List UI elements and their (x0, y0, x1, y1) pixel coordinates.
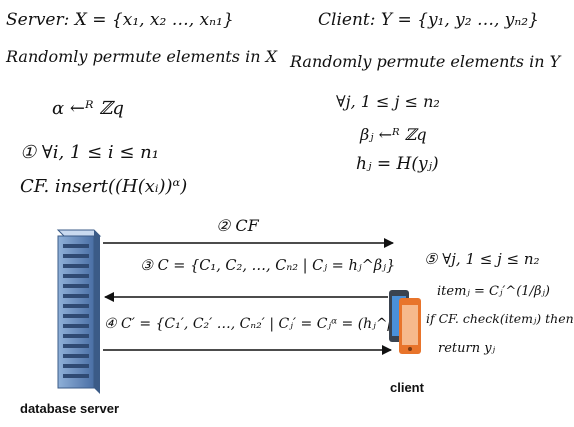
client-set-definition: Client: Y = {y₁, y₂ …, yₙ₂} (318, 10, 539, 30)
message-4-label: ④ C′ = {C₁′, C₂′ …, Cₙ₂′ | Cⱼ′ = Cⱼᵅ = (… (104, 316, 420, 332)
client-permute-text: Randomly permute elements in Y (290, 52, 561, 71)
database-server-label: database server (20, 401, 120, 416)
step1-loop: ① ∀i, 1 ≤ i ≤ n₁ (20, 142, 159, 163)
check-line: if CF. check(itemⱼ) then (426, 311, 574, 326)
client-loop: ∀j, 1 ≤ j ≤ n₂ (336, 92, 440, 111)
beta-sample: βⱼ ←ᴿ ℤq (360, 125, 427, 144)
server-set-definition: Server: X = {x₁, x₂ …, xₙ₁} (6, 10, 234, 30)
client-phone-icon (389, 290, 421, 354)
message-3-label: ③ C = {C₁, C₂, …, Cₙ₂ | Cⱼ = hⱼ^βⱼ} (140, 258, 396, 274)
server-permute-text: Randomly permute elements in X (6, 47, 277, 66)
step1-insert: CF. insert((H(xᵢ))ᵅ) (20, 176, 188, 197)
hash-def: hⱼ = H(yⱼ) (356, 154, 439, 174)
diagram-graphics (56, 229, 421, 394)
item-def: itemⱼ = Cⱼ′^(1/βⱼ) (437, 284, 550, 299)
step5-loop: ⑤ ∀j, 1 ≤ j ≤ n₂ (424, 250, 540, 268)
client-label: client (390, 380, 424, 395)
message-2-label: ② CF (216, 216, 259, 235)
alpha-sample: α ←ᴿ ℤq (52, 98, 124, 119)
database-server-icon (56, 229, 102, 394)
return-line: return yⱼ (438, 341, 496, 356)
